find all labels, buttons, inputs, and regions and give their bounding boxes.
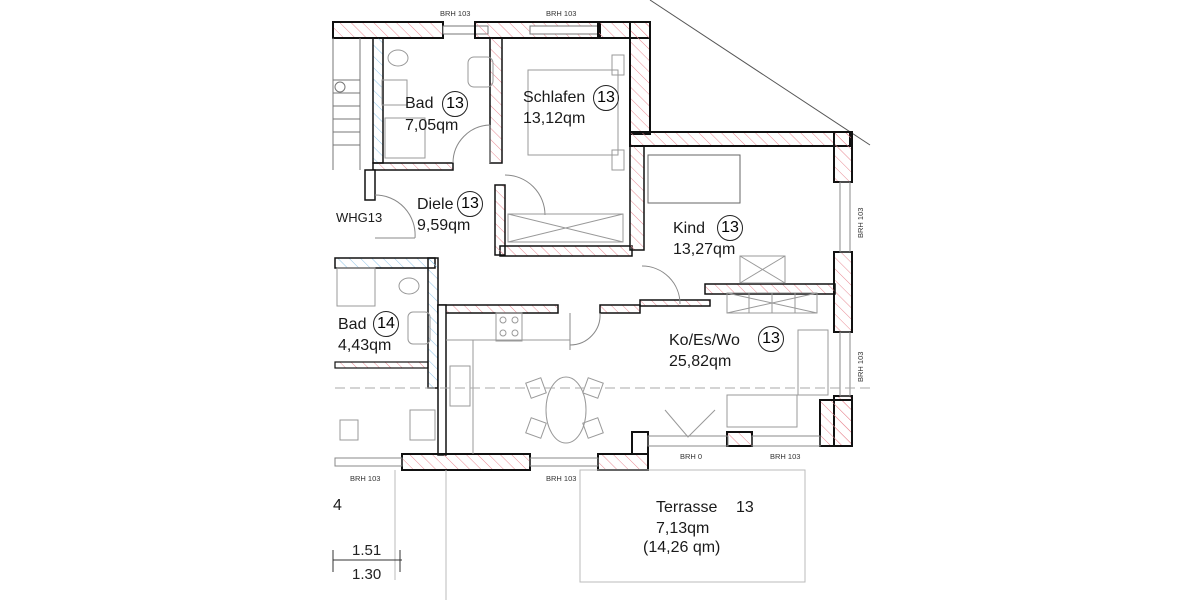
room-name-schlafen: Schlafen xyxy=(523,89,586,106)
windows xyxy=(334,181,851,467)
roof-line xyxy=(649,0,871,146)
room-area-bad14: 4,43qm xyxy=(338,337,392,354)
door-swings xyxy=(374,124,716,438)
room-name-terrasse: Terrasse xyxy=(656,499,718,516)
room-name-bad13: Bad xyxy=(405,95,434,112)
dimension-lower: 1.30 xyxy=(352,566,382,583)
dimension-line xyxy=(332,550,402,572)
unit-label-terrasse: 13 xyxy=(736,499,754,516)
furniture xyxy=(335,49,870,600)
window-label: BRH 103 xyxy=(856,351,865,382)
room-area-full-terrasse: (14,26 qm) xyxy=(643,539,721,556)
unit-badge-kind: 13 xyxy=(717,215,743,241)
unit-badge-bad13: 13 xyxy=(442,91,468,117)
room-name-diele: Diele xyxy=(417,196,454,213)
room-area-bad13: 7,05qm xyxy=(405,117,459,134)
staircase xyxy=(332,38,361,170)
unit-badge-bad14: 14 xyxy=(373,311,399,337)
walls xyxy=(332,21,853,471)
unit-badge-diele: 13 xyxy=(457,191,483,217)
room-area-terrasse: 7,13qm xyxy=(656,520,710,537)
window-label: BRH 103 xyxy=(546,9,577,18)
room-area-koeswo: 25,82qm xyxy=(669,353,732,370)
window-label: BRH 103 xyxy=(770,452,801,461)
window-label: BRH 103 xyxy=(350,474,381,483)
room-area-kind: 13,27qm xyxy=(673,241,736,258)
room-name-kind: Kind xyxy=(673,220,706,237)
room-area-schlafen: 13,12qm xyxy=(523,110,586,127)
room-name-koeswo: Ko/Es/Wo xyxy=(669,332,740,349)
window-label: BRH 103 xyxy=(856,207,865,238)
window-label: BRH 0 xyxy=(680,452,703,461)
room-area-diele: 9,59qm xyxy=(417,217,471,234)
unit-badge-schlafen: 13 xyxy=(593,85,619,111)
apartment-label: WHG13 xyxy=(336,210,383,225)
dimension-upper: 1.51 xyxy=(352,542,382,559)
stair-label: 4 xyxy=(333,497,342,514)
unit-badge-koeswo: 13 xyxy=(758,326,784,352)
room-name-bad14: Bad xyxy=(338,316,367,333)
window-label: BRH 103 xyxy=(440,9,471,18)
window-label: BRH 103 xyxy=(546,474,577,483)
